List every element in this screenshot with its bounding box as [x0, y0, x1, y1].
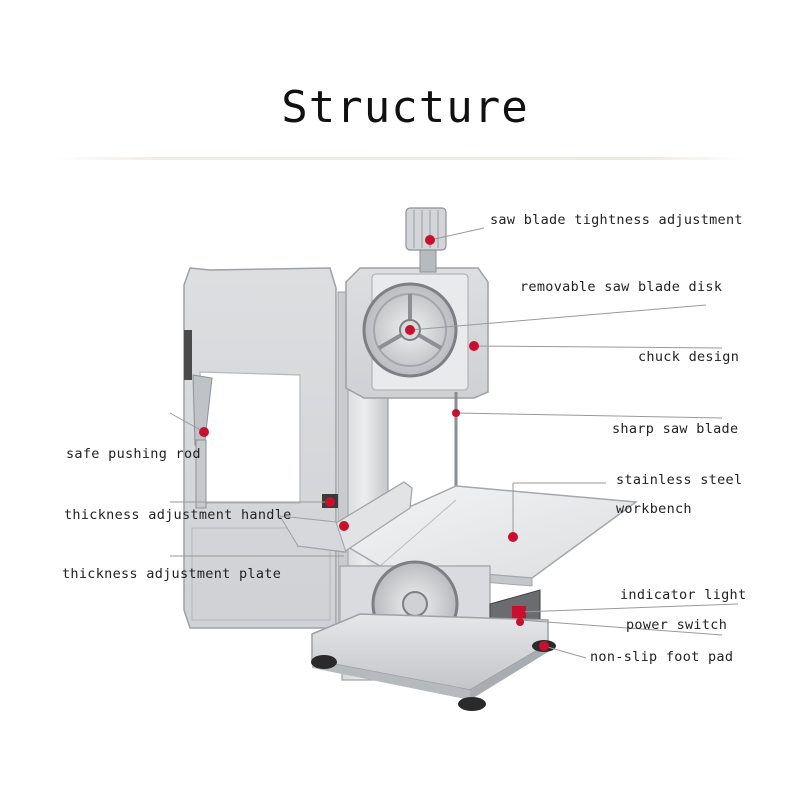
safe-pushing-rod — [192, 374, 213, 509]
label-chuck-design: chuck design — [638, 349, 740, 365]
label-indicator-light: indicator light — [620, 587, 747, 603]
red-markers — [199, 235, 549, 651]
leader-line-chuck — [473, 345, 723, 349]
foot-pad-front — [458, 697, 486, 711]
tightness-knob — [405, 207, 447, 273]
label-sharp-saw-blade: sharp saw blade — [612, 421, 739, 437]
label-removable-disk: removable saw blade disk — [520, 279, 723, 295]
marker-blade — [452, 409, 460, 417]
leader-line-rod — [169, 412, 205, 433]
label-foot-pad: non-slip foot pad — [590, 649, 734, 665]
label-stainless-steel: stainless steel — [616, 472, 743, 488]
leader-lines — [169, 227, 739, 659]
leader-line-switch — [519, 619, 723, 636]
title-divider — [55, 157, 745, 160]
leader-line-blade — [455, 412, 723, 419]
leader-line-indicator — [519, 603, 739, 613]
label-saw-blade-tightness: saw blade tightness adjustment — [490, 212, 743, 228]
label-workbench: workbench — [616, 501, 692, 517]
page-title: Structure — [281, 82, 529, 133]
marker-switch — [516, 618, 524, 626]
foot-pad-left — [311, 655, 337, 669]
marker-rod — [199, 427, 209, 437]
marker-handle — [325, 497, 335, 507]
label-power-switch: power switch — [626, 617, 728, 633]
leader-line-disk — [409, 304, 707, 331]
marker-workbench — [508, 532, 518, 542]
leader-line-foot — [543, 645, 587, 659]
marker-tightness — [425, 235, 435, 245]
machine-base — [311, 613, 556, 711]
label-thickness-handle: thickness adjustment handle — [64, 507, 292, 523]
marker-indicator — [515, 607, 525, 617]
marker-chuck — [469, 341, 479, 351]
marker-foot — [539, 641, 549, 651]
marker-plate — [339, 521, 349, 531]
marker-disk — [405, 325, 415, 335]
label-safe-pushing-rod: safe pushing rod — [66, 446, 201, 462]
leader-line-tightness — [429, 227, 485, 241]
label-thickness-plate: thickness adjustment plate — [62, 566, 282, 582]
